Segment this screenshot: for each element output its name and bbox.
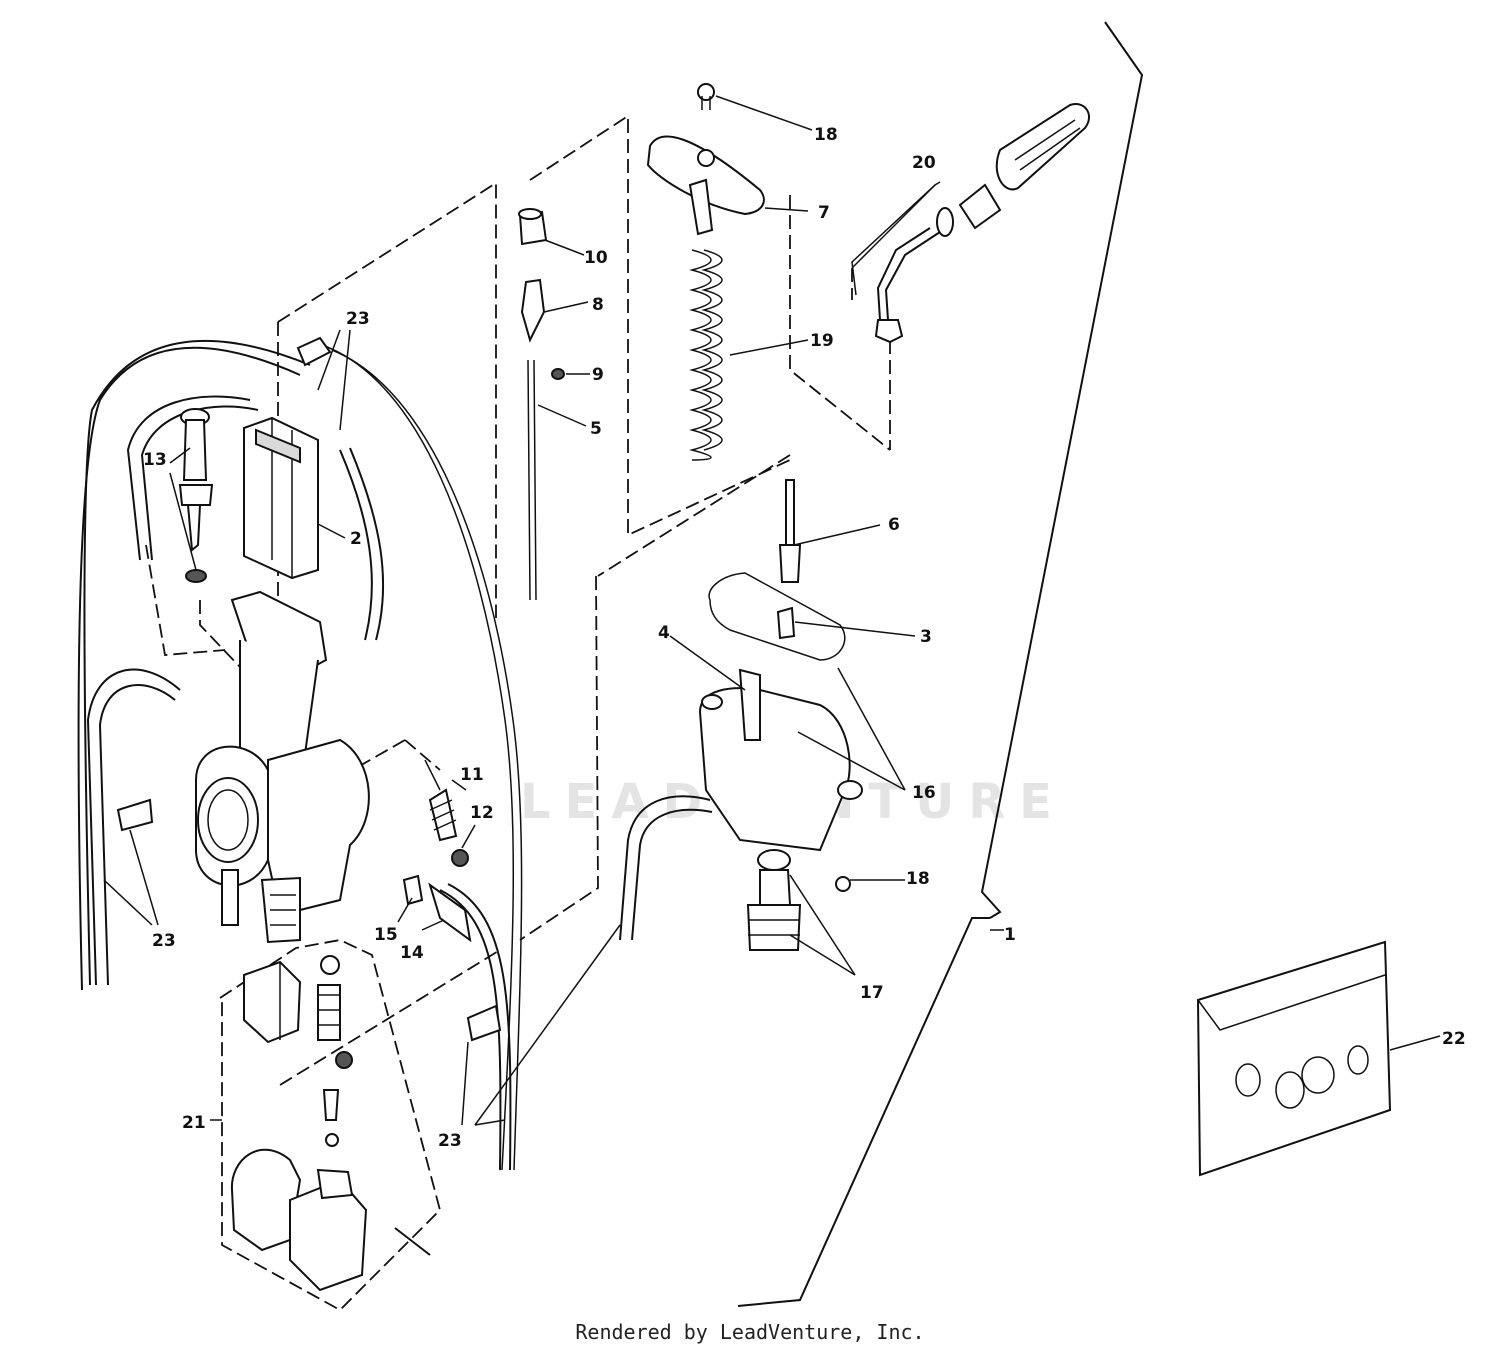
callout-3: 3 <box>920 627 932 647</box>
float-chamber-group <box>698 479 863 892</box>
callout-11: 11 <box>460 765 484 785</box>
callout-15: 15 <box>374 925 398 945</box>
callout-7: 7 <box>818 203 830 223</box>
callout-20: 20 <box>912 153 936 173</box>
cable-adjuster-20 <box>851 103 1090 344</box>
repair-kit-21 <box>230 955 431 1292</box>
callout-5: 5 <box>590 419 602 439</box>
callout-1: 1 <box>1004 925 1016 945</box>
callout-16: 16 <box>912 783 936 803</box>
callout-22: 22 <box>1442 1029 1466 1049</box>
callout-17: 17 <box>860 983 884 1003</box>
idle-screw-group <box>402 759 472 943</box>
screw-13 <box>178 408 214 583</box>
vent-hoses <box>77 339 713 1171</box>
callout-19: 19 <box>810 331 834 351</box>
gasket-kit-22 <box>1196 940 1392 1177</box>
throttle-valve-2 <box>243 416 319 580</box>
callout-23-left: 23 <box>152 931 176 951</box>
callout-12: 12 <box>470 803 494 823</box>
assembly-bracket <box>737 21 1144 1307</box>
callout-2: 2 <box>350 529 362 549</box>
callout-9: 9 <box>592 365 604 385</box>
top-cap-group <box>646 83 765 461</box>
callout-4: 4 <box>658 623 670 643</box>
callout-14: 14 <box>400 943 424 963</box>
callout-13: 13 <box>143 450 167 470</box>
callout-6: 6 <box>888 515 900 535</box>
footer-credit: Rendered by LeadVenture, Inc. <box>575 1320 925 1344</box>
needle-group <box>518 208 565 601</box>
leader-lines <box>103 95 1441 1126</box>
callout-21: 21 <box>182 1113 206 1133</box>
callout-18-top: 18 <box>814 125 838 145</box>
callout-23-top: 23 <box>346 309 370 329</box>
carburetor-body <box>195 590 370 944</box>
callout-18-bottom: 18 <box>906 869 930 889</box>
callout-labels: 1 2 3 4 5 6 7 8 9 10 11 12 13 14 15 16 1… <box>143 125 1466 1151</box>
callout-8: 8 <box>592 295 604 315</box>
hose-clip-icon <box>116 336 502 1042</box>
callout-23-bottom: 23 <box>438 1131 462 1151</box>
callout-10: 10 <box>584 248 608 268</box>
drain-plug-17 <box>746 849 802 951</box>
